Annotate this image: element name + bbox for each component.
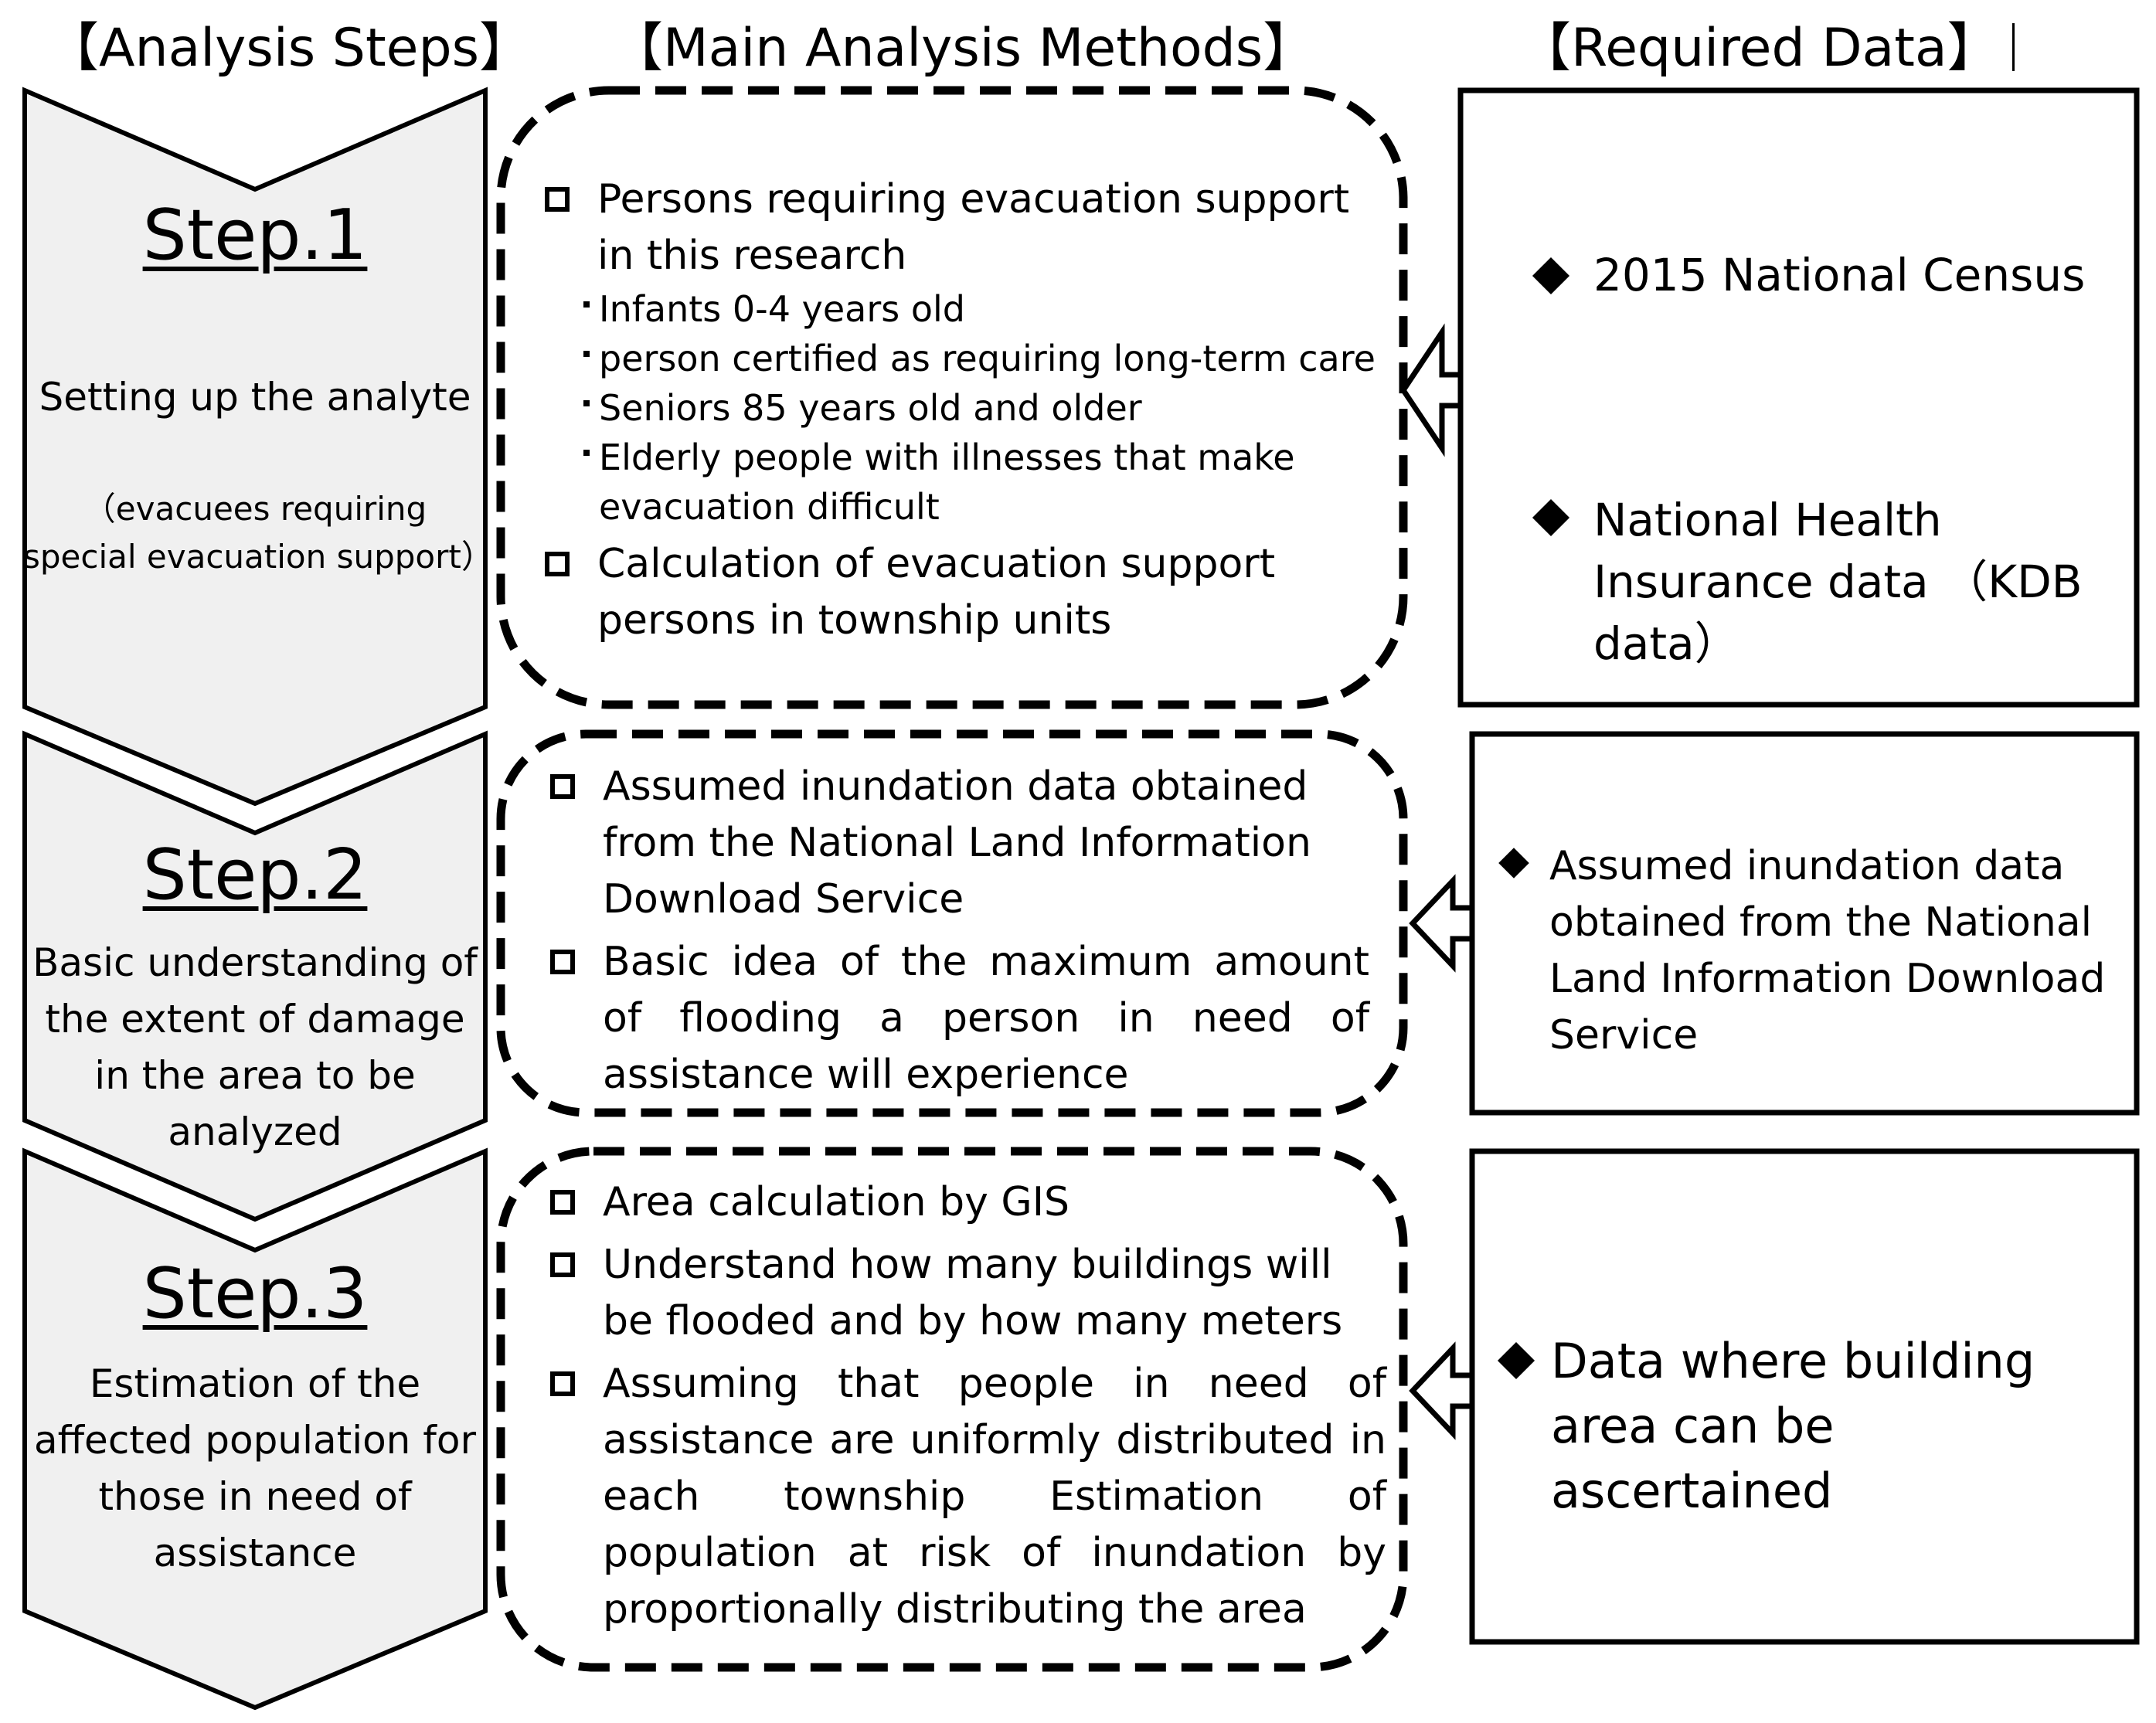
required-data-item: National Health Insurance data （KDB data…	[1532, 489, 2110, 675]
step-2-arrow	[1409, 874, 1475, 973]
method-item: Understand how many buildings will be fl…	[550, 1237, 1386, 1350]
method-text: Understand how many buildings will be fl…	[603, 1242, 1343, 1344]
bullet-dot-icon	[583, 450, 590, 456]
method-item: Assumed inundation data obtained from th…	[550, 759, 1369, 928]
header-analysis-steps: 【Analysis Steps】	[46, 18, 532, 79]
bullet-dot-icon	[583, 351, 590, 357]
checkbox-square-icon	[545, 552, 570, 576]
step-1-title: Step.1	[142, 195, 368, 276]
step-3-description: Estimation of the affected population fo…	[33, 1361, 477, 1575]
sub-bullet: Elderly people with illnesses that make …	[545, 433, 1376, 532]
method-text: Assumed inundation data obtained from th…	[603, 763, 1311, 923]
sub-bullet: Seniors 85 years old and older	[545, 383, 1376, 433]
checkbox-square-icon	[550, 1190, 575, 1215]
bullet-dot-icon	[583, 400, 590, 406]
step-3-data-box	[1469, 1148, 2140, 1645]
required-data-item: Data where building area can be ascertai…	[1497, 1329, 2121, 1524]
step-3-chevron	[22, 1147, 488, 1711]
required-data-item: 2015 National Census	[1532, 247, 2110, 304]
step-1-methods: Persons requiring evacuation support in …	[545, 172, 1376, 649]
header-separator	[2012, 23, 2015, 71]
step-1-methods-box	[496, 86, 1408, 709]
method-text: Basic idea of the maximum amount of floo…	[603, 939, 1369, 1098]
step-1-data-box	[1457, 87, 2140, 708]
header-main-analysis-methods: 【Main Analysis Methods】	[610, 18, 1316, 79]
step-2-methods-box	[496, 729, 1408, 1117]
sub-bullet: Infants 0-4 years old	[545, 284, 1376, 334]
method-item: Basic idea of the maximum amount of floo…	[550, 934, 1369, 1103]
step-2-chevron	[22, 730, 488, 1222]
method-item: Area calculation by GIS	[550, 1174, 1386, 1231]
method-item: Calculation of evacuation support person…	[545, 536, 1376, 649]
step-3-arrow	[1409, 1341, 1475, 1440]
step-2-title: Step.2	[142, 834, 368, 916]
checkbox-square-icon	[550, 774, 575, 799]
checkbox-square-icon	[550, 950, 575, 974]
checkbox-square-icon	[550, 1252, 575, 1277]
sub-bullet: person certified as requiring long-term …	[545, 334, 1376, 383]
bullet-dot-icon	[583, 301, 590, 308]
method-text: Assuming that people in need of assistan…	[603, 1361, 1386, 1633]
checkbox-square-icon	[550, 1371, 575, 1396]
step-3-title: Step.3	[142, 1253, 368, 1334]
header-required-data: 【Required Data】	[1518, 18, 2000, 79]
step-2-methods: Assumed inundation data obtained from th…	[550, 759, 1369, 1103]
method-item: Assuming that people in need of assistan…	[550, 1356, 1386, 1638]
step-1-description: Setting up the analyte	[39, 375, 471, 420]
method-text: Persons requiring evacuation support in …	[597, 176, 1350, 279]
method-text: Calculation of evacuation support person…	[597, 541, 1276, 644]
step-2-description: Basic understanding of the extent of dam…	[32, 940, 478, 1154]
required-data-item: Assumed inundation data obtained from th…	[1498, 838, 2113, 1064]
step-3-methods-box	[496, 1147, 1408, 1672]
step-3-methods: Area calculation by GIS Understand how m…	[550, 1174, 1386, 1638]
method-text: Area calculation by GIS	[603, 1179, 1070, 1225]
step-1-chevron	[22, 87, 488, 807]
step-2-data-box	[1469, 731, 2140, 1116]
method-item: Persons requiring evacuation support in …	[545, 172, 1376, 284]
step-1-note: （evacuees requiring special evacuation s…	[23, 490, 494, 576]
step-1-required-data: 2015 National Census National Health Ins…	[1532, 247, 2110, 675]
step-2-required-data: Assumed inundation data obtained from th…	[1498, 838, 2113, 1064]
step-1-arrow	[1399, 323, 1464, 457]
step-3-required-data: Data where building area can be ascertai…	[1497, 1329, 2121, 1524]
checkbox-square-icon	[545, 187, 570, 212]
